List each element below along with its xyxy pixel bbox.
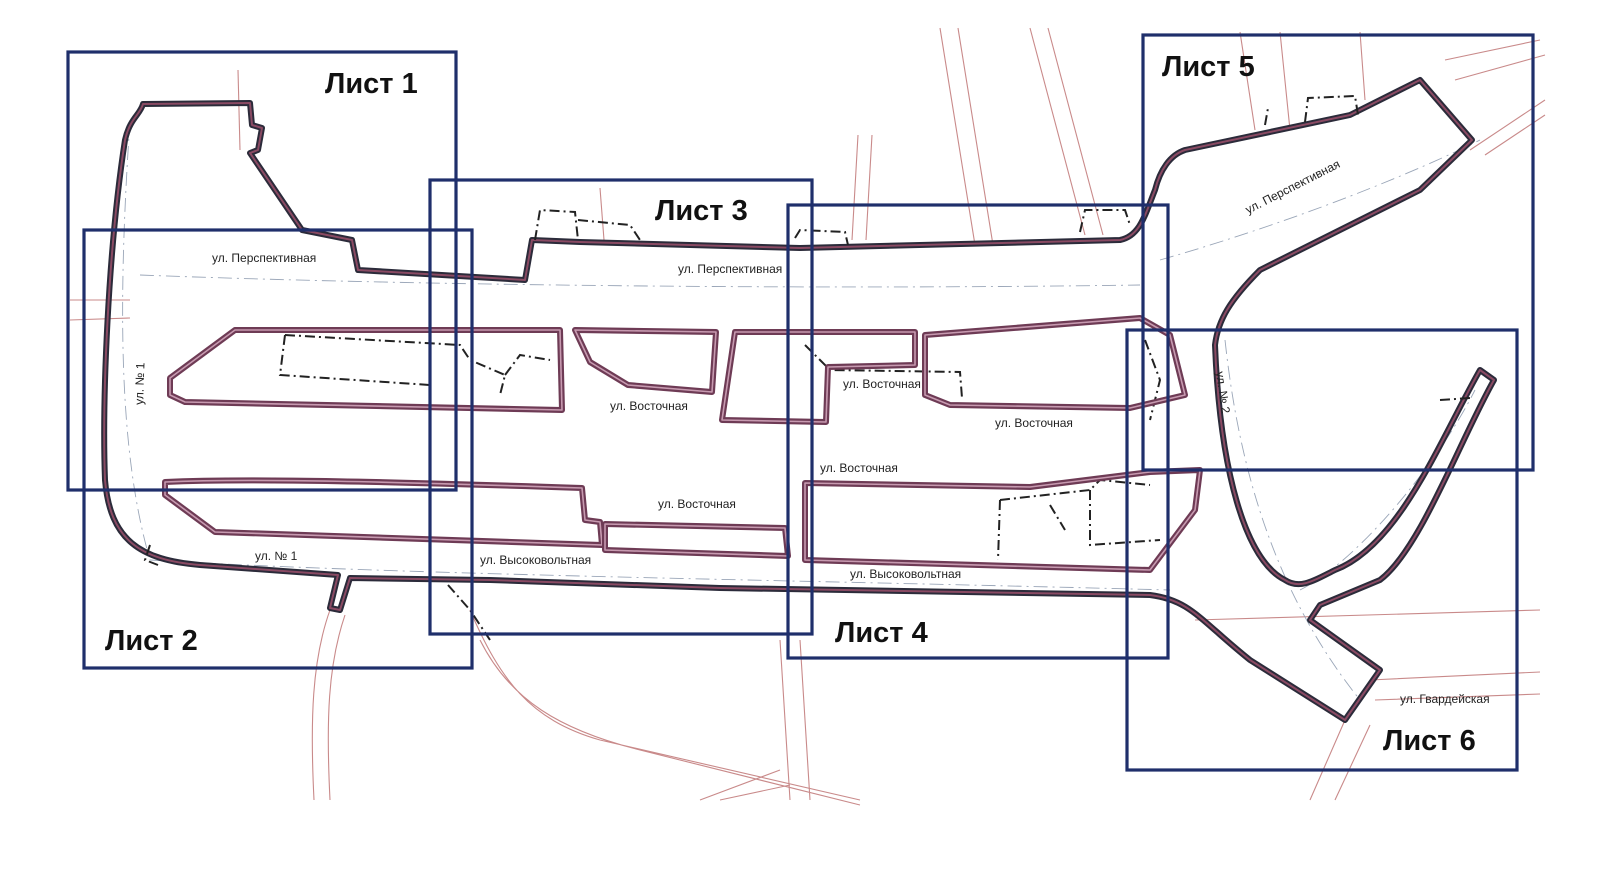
street-label-vysokovoltnaya-1: ул. Высоковольтная: [480, 553, 591, 567]
sheet-3-label: Лист 3: [655, 195, 748, 227]
street-label-gvardeyskaya: ул. Гвардейская: [1400, 692, 1490, 706]
sheet-6-frame[interactable]: [1125, 328, 1519, 772]
street-label-vysokovoltnaya-2: ул. Высоковольтная: [850, 567, 961, 581]
planning-boundary: [101, 77, 1497, 723]
sheet-2-label: Лист 2: [105, 625, 198, 657]
road-axes: [122, 119, 1481, 701]
street-label-perspektivnaya-1: ул. Перспективная: [212, 251, 316, 265]
planning-blocks: [162, 315, 1203, 573]
sheet-4-frame[interactable]: [786, 203, 1170, 660]
sheet-5-frame[interactable]: [1141, 33, 1535, 472]
street-label-vostochnaya-1: ул. Восточная: [610, 399, 688, 413]
street-label-vostochnaya-4: ул. Восточная: [820, 461, 898, 475]
street-label-perspektivnaya-2: ул. Перспективная: [678, 262, 782, 276]
street-label-no2-vertical: ул. № 2: [1213, 370, 1233, 414]
sheet-2-frame[interactable]: [82, 228, 474, 670]
existing-lot-lines: [143, 94, 1471, 641]
sheet-1-label: Лист 1: [325, 68, 418, 100]
sheet-3-frame[interactable]: [428, 178, 814, 636]
street-label-vostochnaya-3: ул. Восточная: [995, 416, 1073, 430]
background-roads: [69, 27, 1546, 806]
sheet-1-frame[interactable]: [66, 50, 458, 492]
street-label-vostochnaya-5: ул. Восточная: [658, 497, 736, 511]
sheet-labels: Лист 1 Лист 2 Лист 3 Лист 4 Лист 5 Лист …: [105, 51, 1476, 757]
sheet-frames: [66, 33, 1535, 772]
street-label-vostochnaya-2: ул. Восточная: [843, 377, 921, 391]
street-label-no1-vertical: ул. № 1: [132, 362, 147, 405]
street-label-perspektivnaya-3: ул. Перспективная: [1243, 157, 1342, 217]
sheet-6-label: Лист 6: [1383, 725, 1476, 757]
street-label-no1-horizontal: ул. № 1: [255, 549, 298, 563]
sheet-5-label: Лист 5: [1162, 51, 1255, 83]
sheet-4-label: Лист 4: [835, 617, 928, 649]
